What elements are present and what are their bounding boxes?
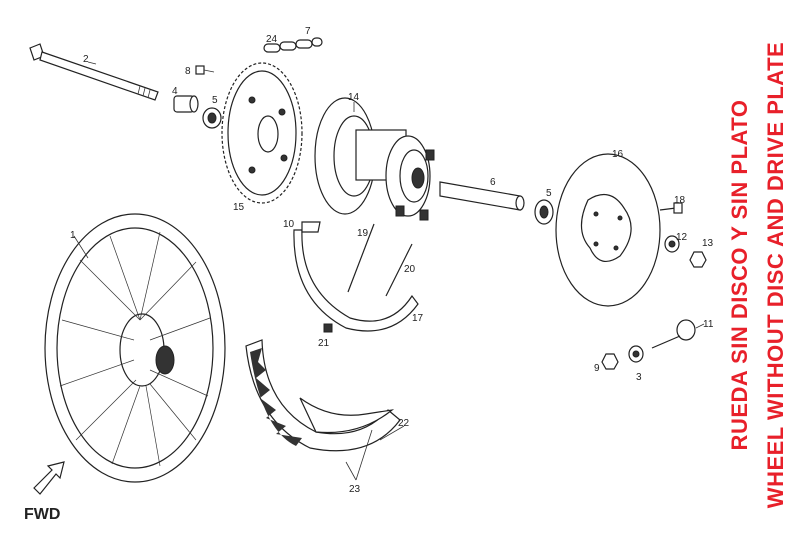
bearing-left	[202, 107, 222, 129]
callout-17: 17	[412, 313, 424, 324]
callout-23: 23	[349, 484, 361, 495]
callout-7: 7	[305, 26, 311, 37]
callout-1: 1	[70, 230, 76, 241]
callout-19: 19	[357, 228, 369, 239]
title-spanish: RUEDA SIN DISCO Y SIN PLATO	[727, 99, 752, 451]
fwd-arrow-icon	[33, 461, 65, 495]
callout-3: 3	[636, 372, 642, 383]
callout-11: 11	[703, 319, 714, 330]
fwd-label: FWD	[24, 506, 61, 523]
spacer	[173, 95, 199, 113]
bearing-right	[534, 199, 554, 225]
callout-10: 10	[283, 219, 295, 230]
nut-9	[601, 353, 619, 370]
washer-12	[664, 235, 680, 253]
chain-link	[263, 37, 323, 53]
title-english-block: WHEEL WITHOUT DISC AND DRIVE PLATE	[756, 0, 796, 550]
callout-8: 8	[185, 66, 191, 77]
leader-lines	[73, 61, 705, 481]
callout-6: 6	[490, 177, 496, 188]
wheel	[44, 213, 226, 483]
callout-5-left: 5	[212, 95, 218, 106]
callout-4: 4	[172, 86, 178, 97]
title-spanish-block: RUEDA SIN DISCO Y SIN PLATO	[720, 0, 760, 550]
callout-9: 9	[594, 363, 600, 374]
hub-spacer	[439, 181, 525, 211]
spoke	[347, 223, 413, 297]
small-bolt	[195, 65, 215, 75]
nut-13	[689, 251, 707, 268]
callout-24: 24	[266, 34, 278, 45]
disc-bolt	[659, 202, 683, 214]
title-english: WHEEL WITHOUT DISC AND DRIVE PLATE	[763, 41, 788, 509]
callout-20: 20	[404, 264, 416, 275]
rim-band	[293, 221, 419, 332]
callout-15: 15	[233, 202, 245, 213]
callout-12: 12	[676, 232, 688, 243]
valve-nut	[323, 323, 333, 333]
sprocket	[221, 62, 303, 204]
callout-22: 22	[398, 418, 410, 429]
brake-disc	[555, 153, 661, 307]
washer-3	[628, 345, 644, 363]
hub-carrier	[314, 97, 435, 221]
callout-16: 16	[612, 149, 624, 160]
callout-5-right: 5	[546, 188, 552, 199]
callout-2: 2	[83, 54, 89, 65]
adjuster-bolt	[651, 319, 696, 349]
callout-21: 21	[318, 338, 330, 349]
callout-18: 18	[674, 195, 686, 206]
callout-14: 14	[348, 92, 360, 103]
callout-13: 13	[702, 238, 714, 249]
tyre	[245, 339, 401, 452]
axle	[29, 43, 159, 101]
